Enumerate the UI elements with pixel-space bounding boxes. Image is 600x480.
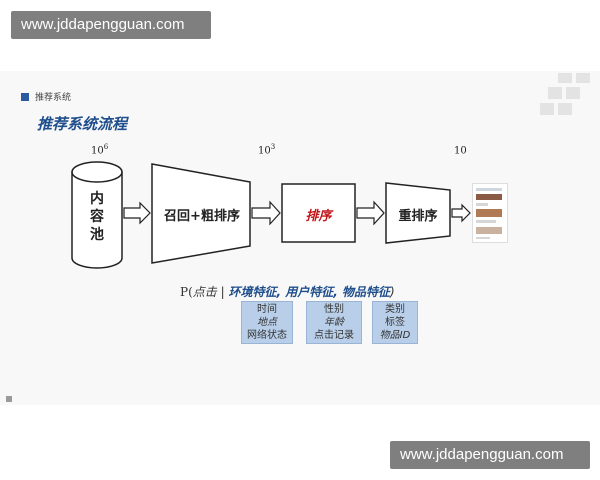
flow-arrow-3: [356, 200, 385, 226]
item-feature-box: 类别 标签 物品ID: [372, 301, 418, 344]
stage-label-ranking: 排序: [305, 209, 332, 224]
decorative-squares: [540, 73, 590, 115]
content-pool-label: 内 容 池: [90, 191, 104, 243]
result-list-thumbnail: [472, 183, 508, 243]
watermark-bottom: www.jddapengguan.com: [390, 441, 590, 469]
flow-arrow-2: [251, 200, 281, 226]
section-badge: [21, 93, 29, 101]
formula-feature-env: 环境特征: [228, 285, 277, 299]
stage-label-recall: 召回+粗排序: [164, 209, 240, 224]
ranking-box: [281, 183, 356, 243]
section-label: 推荐系统: [35, 93, 72, 103]
formula-prefix: P(: [180, 285, 193, 299]
probability-formula: P(点击 | 环境特征, 用户特征, 物品特征): [180, 285, 395, 299]
formula-feature-user: 用户特征: [285, 285, 334, 299]
content-pool-cylinder: [71, 161, 123, 269]
rerank-funnel: [385, 182, 451, 244]
flow-arrow-1: [123, 201, 151, 225]
stage-label-rerank: 重排序: [398, 209, 438, 224]
formula-feature-item: 物品特征: [341, 285, 390, 299]
scale-label-2: 103: [258, 143, 276, 157]
watermark-top: www.jddapengguan.com: [11, 11, 211, 39]
formula-separator: |: [216, 285, 229, 299]
user-feature-box: 性别 年龄 点击记录: [306, 301, 362, 344]
scale-label-3: 10: [454, 145, 467, 157]
page-number-marker: [6, 396, 12, 402]
flow-arrow-4: [451, 203, 471, 223]
scale-label-1: 106: [91, 143, 109, 157]
env-feature-box: 时间 地点 网络状态: [241, 301, 293, 344]
formula-suffix: ): [390, 285, 395, 299]
formula-event: 点击: [192, 285, 217, 299]
slide-title: 推荐系统流程: [37, 115, 128, 133]
recall-coarse-funnel: [151, 163, 251, 264]
